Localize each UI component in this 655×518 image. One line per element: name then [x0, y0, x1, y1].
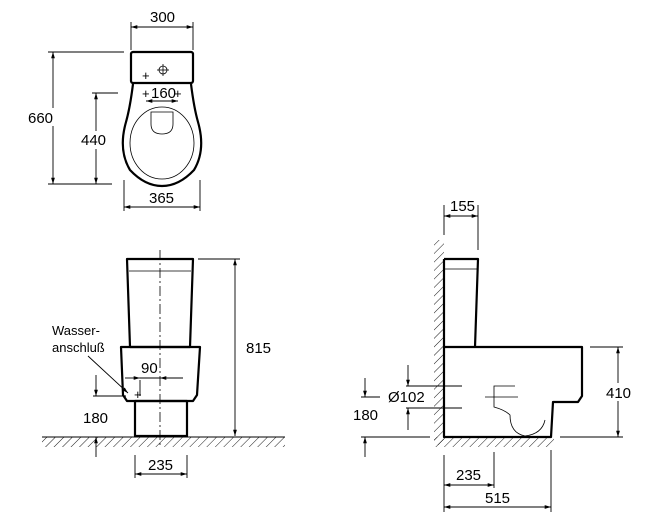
svg-text:+: + — [134, 387, 142, 402]
floor-hatch — [42, 437, 285, 447]
dim-660: 660 — [28, 110, 53, 127]
dim-90: 90 — [141, 360, 158, 377]
front-view: 815 Wasser- anschluß + 90 180 235 — [42, 250, 285, 478]
bowl-outline — [121, 83, 203, 188]
dim-180-front: 180 — [83, 410, 108, 427]
dim-300: 300 — [150, 9, 175, 26]
flush-button-icon — [157, 64, 169, 76]
tank-outline — [129, 50, 195, 85]
pedestal-front — [133, 399, 189, 438]
wall-hatch — [434, 240, 444, 445]
dim-410: 410 — [606, 385, 631, 402]
dim-365: 365 — [149, 190, 174, 207]
dim-515: 515 — [485, 490, 510, 507]
trap-outline — [493, 385, 546, 437]
dim-815: 815 — [246, 340, 271, 357]
dim-diameter-102: Ø102 — [388, 389, 425, 406]
inlet-mark: + — [142, 68, 150, 83]
svg-text:+: + — [142, 86, 150, 101]
dim-155: 155 — [450, 198, 475, 215]
bowl-front — [119, 345, 202, 403]
water-inlet-label-2: anschluß — [52, 340, 105, 355]
dim-235-front: 235 — [148, 457, 173, 474]
seat-opening — [129, 106, 195, 180]
side-view: 155 410 Ø102 180 235 515 — [353, 198, 636, 512]
water-inlet-label-1: Wasser- — [52, 323, 100, 338]
dim-235-side: 235 — [456, 467, 481, 484]
top-view: + 300 660 440 + + 160 365 — [28, 9, 203, 211]
dim-180-side: 180 — [353, 407, 378, 424]
bowl-rim — [150, 111, 174, 135]
svg-text:+: + — [174, 86, 182, 101]
tank-side — [444, 257, 480, 348]
bowl-side — [442, 259, 584, 439]
dim-160: 160 — [151, 85, 176, 102]
dim-440: 440 — [81, 132, 106, 149]
floor-hatch-side — [434, 437, 554, 447]
inlet-leader — [87, 355, 129, 394]
